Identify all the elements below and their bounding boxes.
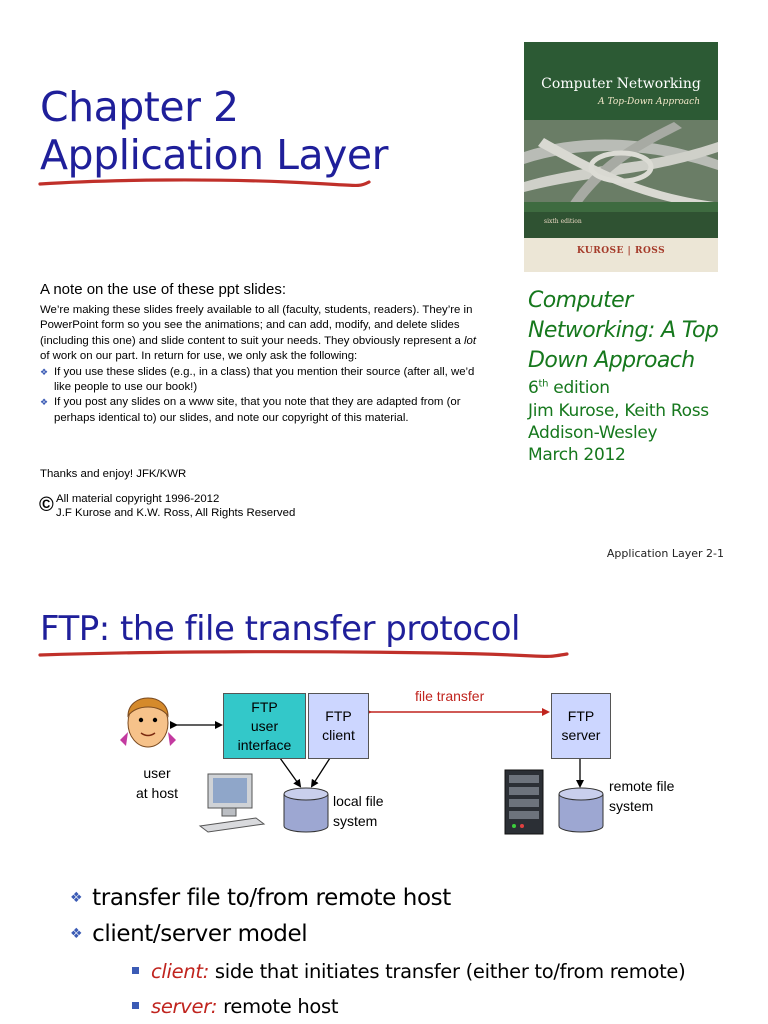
- box-line: FTP: [251, 698, 278, 715]
- server-tower-icon: [504, 769, 544, 835]
- label-line: remote file: [609, 778, 675, 794]
- book-info-date: March 2012: [528, 445, 626, 465]
- book-info-title-1: Computer: [528, 288, 633, 313]
- box-line: server: [561, 727, 601, 743]
- bullet-text: transfer file to/from remote host: [92, 885, 451, 911]
- note-bullet-text: If you use these slides (e.g., in a clas…: [54, 365, 475, 394]
- box-line: interface: [237, 736, 292, 753]
- bullet-item: ❖ client/server model: [70, 921, 308, 947]
- note-bullet-text: If you post any slides on a www site, th…: [54, 396, 461, 424]
- title-underline: [38, 650, 569, 659]
- copyright-line-1: All material copyright 1996-2012: [56, 493, 220, 505]
- label-line: system: [333, 813, 378, 829]
- copyright-icon: ©: [39, 494, 54, 516]
- edition-number: 6: [528, 378, 539, 398]
- label-line: local file: [333, 793, 384, 809]
- sub-bullet-item: client: side that initiates transfer (ei…: [132, 960, 686, 983]
- book-info-title-3: Down Approach: [528, 348, 695, 373]
- diamond-bullet-icon: ❖: [70, 926, 83, 942]
- copyright-line-2: J.F Kurose and K.W. Ross, All Rights Res…: [56, 507, 296, 519]
- book-cover-title: Computer Networking: [541, 76, 701, 92]
- box-line: user: [250, 717, 279, 734]
- note-bullet-item: ❖ If you post any slides on a www site, t…: [40, 395, 480, 426]
- sub-bullet-text: remote host: [217, 995, 339, 1018]
- bullet-item: ❖ transfer file to/from remote host: [70, 885, 451, 911]
- note-text-part1: We’re making these slides freely availab…: [40, 304, 473, 347]
- ui-disk-arrow: [279, 757, 302, 788]
- title-underline: [38, 178, 371, 188]
- book-info-publisher: Addison-Wesley: [528, 423, 658, 443]
- note-bullet-item: ❖ If you use these slides (e.g., in a cla…: [40, 365, 480, 396]
- local-file-system-label: local file system: [333, 791, 384, 831]
- label-line: system: [609, 798, 654, 814]
- slide-footer: Application Layer 2-1: [606, 547, 724, 560]
- bullet-text: client/server model: [92, 921, 308, 947]
- square-bullet-icon: [132, 1002, 139, 1009]
- book-cover-authors: KUROSE | ROSS: [576, 246, 666, 256]
- sub-bullet-term: server:: [151, 995, 218, 1018]
- book-cover-subtitle: A Top-Down Approach: [598, 97, 700, 107]
- slide-title: FTP: the file transfer protocol: [40, 609, 520, 649]
- note-text-part2: of work on our part. In return for use, …: [40, 350, 358, 363]
- slide-2: FTP: the file transfer protocol: [0, 580, 768, 1024]
- book-info-title-2: Networking: A Top: [528, 318, 719, 343]
- book-cover-edition: sixth edition: [544, 218, 582, 225]
- book-info-edition: 6th edition: [528, 378, 610, 398]
- box-line: client: [322, 727, 355, 743]
- sub-bullet-item: server: remote host: [132, 995, 339, 1018]
- note-body: We’re making these slides freely availab…: [40, 303, 480, 426]
- diamond-bullet-icon: ❖: [40, 397, 49, 408]
- user-cartoon-icon: [120, 697, 176, 748]
- file-transfer-label: file transfer: [415, 688, 485, 704]
- box-line: FTP: [325, 708, 352, 724]
- box-line: FTP: [567, 708, 595, 724]
- edition-word: edition: [548, 378, 610, 398]
- sub-bullet-term: client:: [151, 960, 210, 983]
- client-disk-arrow: [310, 757, 331, 788]
- remote-file-system-label: remote file system: [609, 776, 674, 816]
- ftp-user-interface-box: FTP user interface: [223, 693, 306, 759]
- sub-bullet-text: side that initiates transfer (either to/…: [209, 960, 686, 983]
- book-cover: Computer Networking A Top-Down Approach …: [524, 42, 718, 272]
- note-bullet-list: ❖ If you use these slides (e.g., in a cla…: [40, 365, 480, 427]
- thanks-text: Thanks and enjoy! JFK/KWR: [40, 468, 187, 480]
- book-info-authors: Jim Kurose, Keith Ross: [528, 401, 709, 421]
- chapter-title: Chapter 2: [40, 83, 239, 131]
- desktop-computer-icon: [198, 773, 266, 833]
- user-at-host-label: user at host: [131, 763, 183, 803]
- note-heading: A note on the use of these ppt slides:: [40, 281, 287, 298]
- diamond-bullet-icon: ❖: [70, 890, 83, 906]
- square-bullet-icon: [132, 967, 139, 974]
- label-line: user: [143, 765, 171, 781]
- diamond-bullet-icon: ❖: [40, 366, 49, 377]
- label-line: at host: [135, 785, 179, 801]
- note-text-italic: lot: [464, 334, 477, 347]
- book-cover-art: [524, 42, 718, 272]
- edition-suffix: th: [538, 378, 549, 390]
- note-paragraph: We’re making these slides freely availab…: [40, 303, 480, 365]
- disk-cylinder-icon: [558, 787, 604, 833]
- ftp-client-box: FTP client: [308, 693, 369, 759]
- disk-cylinder-icon: [283, 787, 329, 833]
- slide-1: Chapter 2 Application Layer: [38, 42, 724, 560]
- chapter-subtitle: Application Layer: [40, 131, 388, 179]
- ftp-server-box: FTP server: [551, 693, 611, 759]
- ftp-diagram: [120, 697, 604, 835]
